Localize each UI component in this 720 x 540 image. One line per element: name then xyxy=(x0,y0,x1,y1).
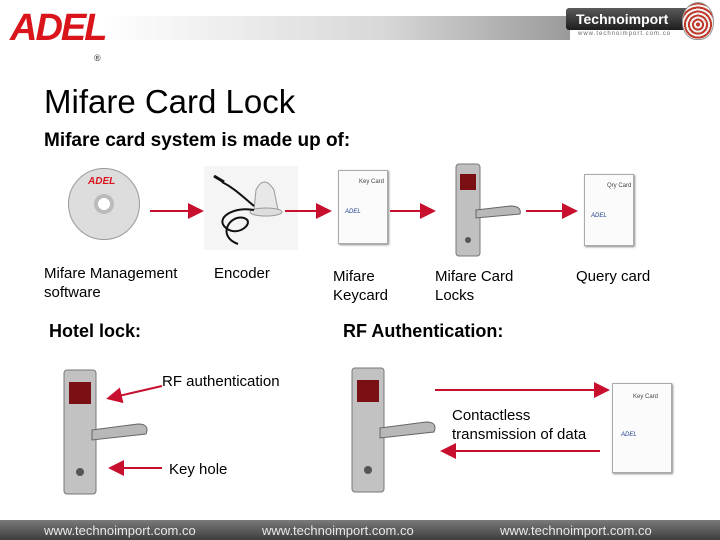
keycard-brand-mark: ADEL xyxy=(345,209,361,215)
keycard-label: Key Card xyxy=(359,179,385,185)
rf-keycard-icon: Key Card ADEL xyxy=(612,383,672,473)
page-subtitle: Mifare card system is made up of: xyxy=(44,130,351,151)
adel-logo-text: ADEL xyxy=(10,7,107,49)
footer-url-2[interactable]: www.technoimport.com.co xyxy=(262,523,414,538)
rf-lock-icon xyxy=(351,367,436,493)
header-gradient-bar xyxy=(100,16,570,40)
component-label-encoder: Encoder xyxy=(214,265,270,282)
arrow-rf-authentication xyxy=(106,385,163,404)
contactless-label: Contactless transmission of data xyxy=(452,407,587,443)
technoimport-logo-url: www.technoimport.com.co xyxy=(578,31,672,37)
cd-disc-icon xyxy=(68,168,140,240)
footer-url-3[interactable]: www.technoimport.com.co xyxy=(500,523,652,538)
rf-keycard-brand-mark: ADEL xyxy=(621,432,637,438)
rf-auth-heading: RF Authentication: xyxy=(343,321,504,341)
key-hole-label: Key hole xyxy=(169,461,228,478)
rf-authentication-label: RF authentication xyxy=(162,373,280,390)
footer-url-1[interactable]: www.technoimport.com.co xyxy=(44,523,196,538)
hotel-lock-heading: Hotel lock: xyxy=(49,321,142,341)
component-label-software: Mifare Management software xyxy=(44,265,178,301)
encoder-device-icon xyxy=(204,166,298,250)
door-lock-icon xyxy=(455,163,521,257)
footer-bar: www.technoimport.com.co www.technoimport… xyxy=(0,520,720,540)
technoimport-logo: Technoimport xyxy=(566,8,690,30)
query-card-icon: Qry Card ADEL xyxy=(584,174,634,246)
query-card-label: Qry Card xyxy=(607,183,632,189)
technoimport-logo-text: Technoimport xyxy=(576,11,669,27)
component-label-locks: Mifare Card Locks xyxy=(435,268,514,304)
component-label-keycard: Mifare Keycard xyxy=(333,268,389,304)
query-card-brand-mark: ADEL xyxy=(591,213,607,219)
hotel-lock-icon xyxy=(63,369,148,495)
cd-brand-label: ADEL xyxy=(88,176,116,187)
fingerprint-icon xyxy=(682,2,714,40)
page-title: Mifare Card Lock xyxy=(44,83,296,120)
rf-keycard-label: Key Card xyxy=(633,394,659,400)
keycard-icon: Key Card ADEL xyxy=(338,170,388,244)
adel-logo: ADEL ® xyxy=(10,7,107,63)
registered-mark-icon: ® xyxy=(94,53,100,63)
component-label-querycard: Query card xyxy=(576,268,651,285)
